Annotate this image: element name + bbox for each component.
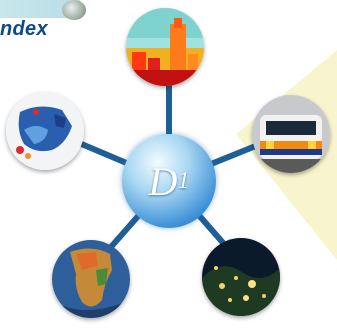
globe-africa-image	[52, 240, 130, 318]
header-banner	[0, 0, 80, 18]
europe-map-image	[6, 92, 84, 170]
train-image	[252, 95, 330, 173]
hub-subscript: 1	[177, 167, 190, 194]
hub-symbol: D	[148, 158, 178, 204]
night-earth-image	[202, 238, 280, 316]
globe-logo-icon	[62, 0, 86, 20]
thermal-city-image	[126, 8, 204, 86]
page-title: ndex	[0, 18, 48, 40]
